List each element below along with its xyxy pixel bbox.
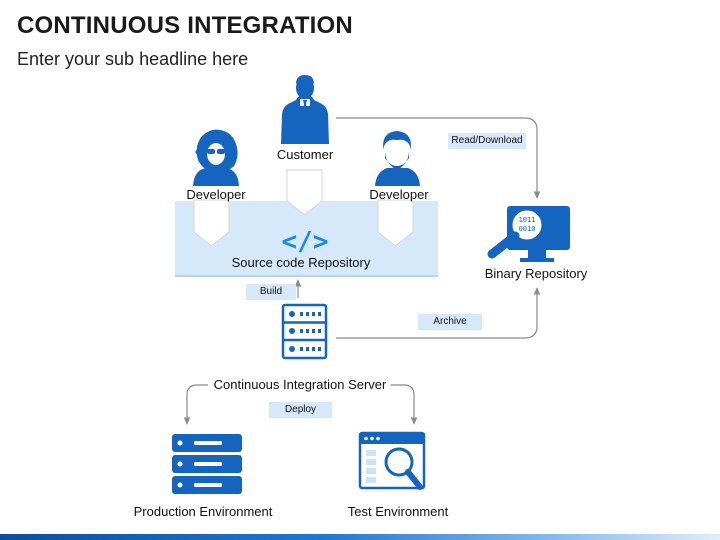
connectors [183, 117, 541, 425]
binary-repository-icon [487, 206, 570, 262]
deploy-tag: Deploy [269, 402, 332, 418]
connector-archive [336, 287, 541, 339]
footer-gradient-band [0, 534, 720, 540]
build-tag: Build [246, 284, 296, 300]
archive-tag: Archive [418, 314, 482, 330]
developer-female-icon [193, 129, 239, 186]
page-subtitle: Enter your sub headline here [17, 49, 249, 69]
test-environment-icon [358, 431, 426, 490]
connector-customer-to-binary [336, 117, 541, 199]
test-environment-label: Test Environment [347, 504, 449, 519]
ci-server-label: Continuous Integration Server [209, 377, 391, 392]
binary-repository-label: Binary Repository [484, 266, 588, 281]
developer-left-label: Developer [186, 187, 246, 202]
page-title: CONTINUOUS INTEGRATION [17, 12, 353, 39]
customer-label: Customer [276, 147, 334, 162]
commit-chevrons [193, 169, 414, 247]
customer-icon [281, 75, 329, 144]
developer-male-icon [375, 131, 420, 186]
connector-deploy-left [183, 384, 208, 425]
chevron-developer-left [193, 199, 230, 247]
production-server-icon [172, 434, 242, 494]
code-icon: </> [282, 227, 329, 257]
read-download-tag: Read/Download [448, 133, 526, 149]
source-repository-label: Source code Repository [231, 255, 371, 270]
connector-deploy-right [390, 384, 418, 425]
binary-digits-line-2: 0010 [519, 225, 536, 233]
developer-right-label: Developer [369, 187, 429, 202]
ci-server-icon [281, 303, 328, 360]
production-environment-label: Production Environment [133, 504, 273, 519]
chevron-customer [286, 169, 323, 216]
chevron-developer-right [377, 199, 414, 247]
binary-digits-line-1: 1011 [519, 216, 536, 224]
